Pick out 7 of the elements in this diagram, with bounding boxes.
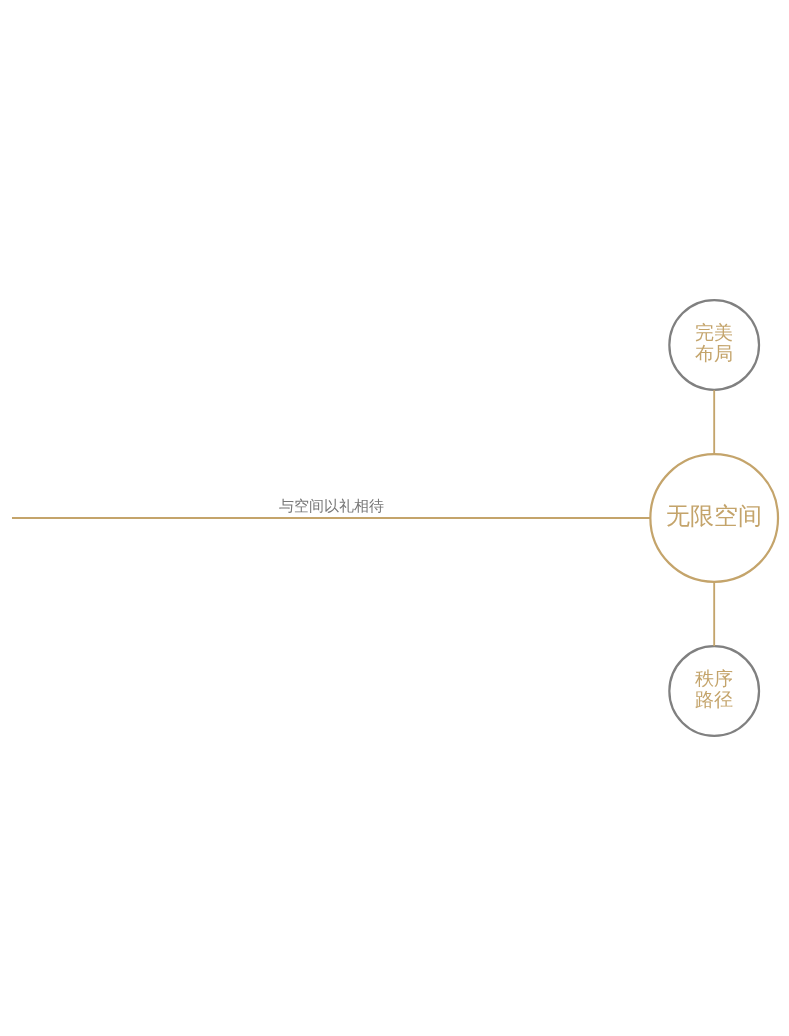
connector xyxy=(11,517,652,519)
node-circle: 完美布局 xyxy=(668,299,761,391)
node-circle: 秩序路径 xyxy=(668,645,761,737)
connector xyxy=(713,389,716,455)
connector xyxy=(713,580,716,647)
node-circle: 无限空间 xyxy=(649,453,780,583)
edge-label: 与空间以礼相待 xyxy=(278,497,384,515)
